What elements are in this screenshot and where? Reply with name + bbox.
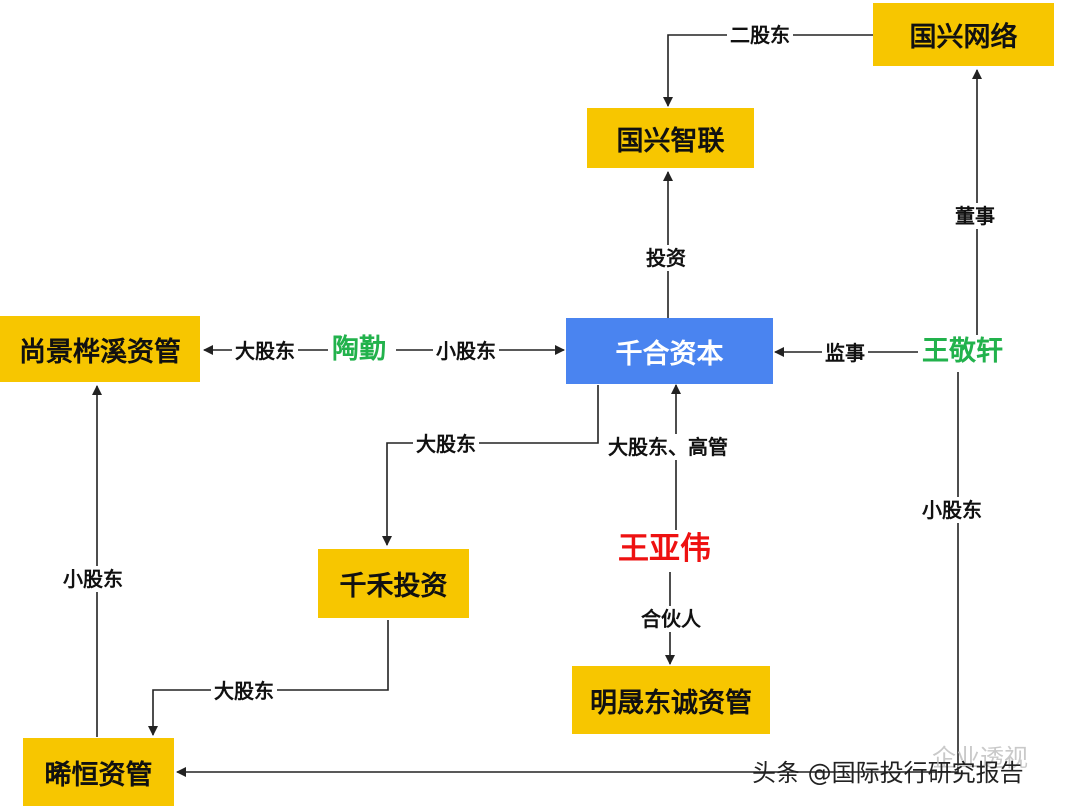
node-xiheng: 晞恒资管 — [23, 738, 174, 806]
person-tao-qin: 陶勤 — [330, 333, 388, 367]
label-supervisor: 监事 — [822, 340, 868, 366]
node-qianhe-invest: 千禾投资 — [318, 549, 469, 618]
label-major-holder-left: 大股东 — [232, 338, 298, 364]
node-mingsheng: 明晟东诚资管 — [572, 666, 770, 734]
edge-capital-to-qhinvest — [382, 385, 599, 546]
label-invest: 投资 — [643, 245, 689, 271]
label-second-shareholder: 二股东 — [727, 22, 793, 48]
watermark-faint: 企业透视 — [932, 744, 1028, 772]
label-director: 董事 — [952, 203, 998, 229]
label-major-holder-xh: 大股东 — [211, 678, 277, 704]
label-partner: 合伙人 — [638, 606, 704, 632]
label-major-holder-qh: 大股东 — [413, 431, 479, 457]
person-wang-jingxuan: 王敬轩 — [920, 335, 1005, 369]
edge-network-to-zhilian — [663, 34, 873, 107]
label-minor-holder-mid: 小股东 — [433, 338, 499, 364]
node-shangjing: 尚景桦溪资管 — [0, 316, 200, 382]
edge-wjx-to-xiheng — [176, 372, 959, 777]
person-wang-yawei: 王亚伟 — [616, 531, 713, 567]
watermark-text: 头条 @国际投行研究报告 — [752, 759, 1024, 787]
label-major-exec: 大股东、高管 — [605, 434, 731, 460]
node-guoxing-network: 国兴网络 — [873, 3, 1054, 66]
node-qianhe-capital: 千合资本 — [566, 318, 773, 384]
label-minor-holder-left: 小股东 — [60, 566, 126, 592]
label-minor-holder-right: 小股东 — [919, 497, 985, 523]
node-guoxing-zhilian: 国兴智联 — [587, 108, 754, 168]
